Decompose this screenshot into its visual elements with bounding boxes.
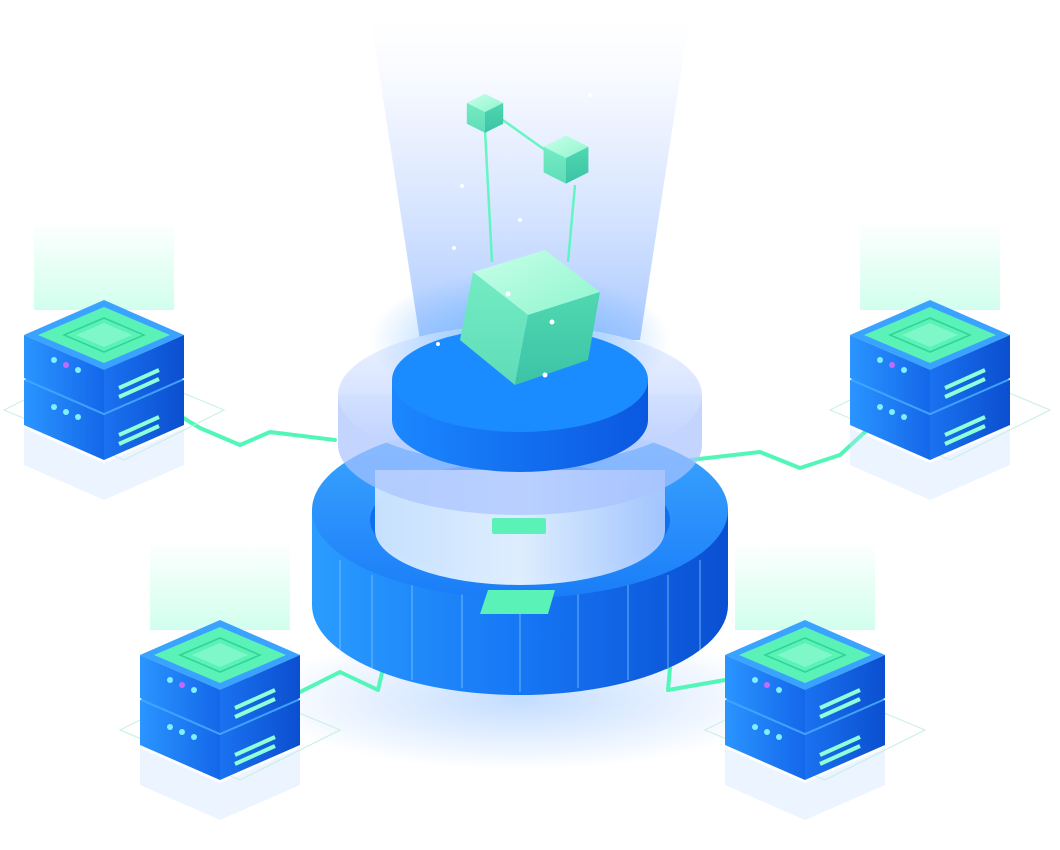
connector-top-left	[168, 408, 337, 447]
connector-bottom-left	[298, 658, 387, 694]
cube-links	[483, 116, 577, 263]
server-stack-bottom-right	[703, 538, 927, 822]
connector-top-right	[688, 430, 867, 470]
hub-status-light	[492, 518, 546, 534]
sparkle-dots	[436, 93, 592, 378]
large-cube-right	[515, 292, 600, 385]
hub-ring-marker	[480, 590, 555, 614]
hub-ring-segments	[339, 560, 701, 692]
large-cube-left	[460, 272, 528, 385]
blockchain-cube-icon	[460, 250, 600, 385]
server-stack-top-right	[828, 218, 1052, 502]
server-stack-icon	[2, 218, 226, 502]
light-beam	[368, 0, 692, 340]
large-cube-top	[473, 250, 600, 315]
